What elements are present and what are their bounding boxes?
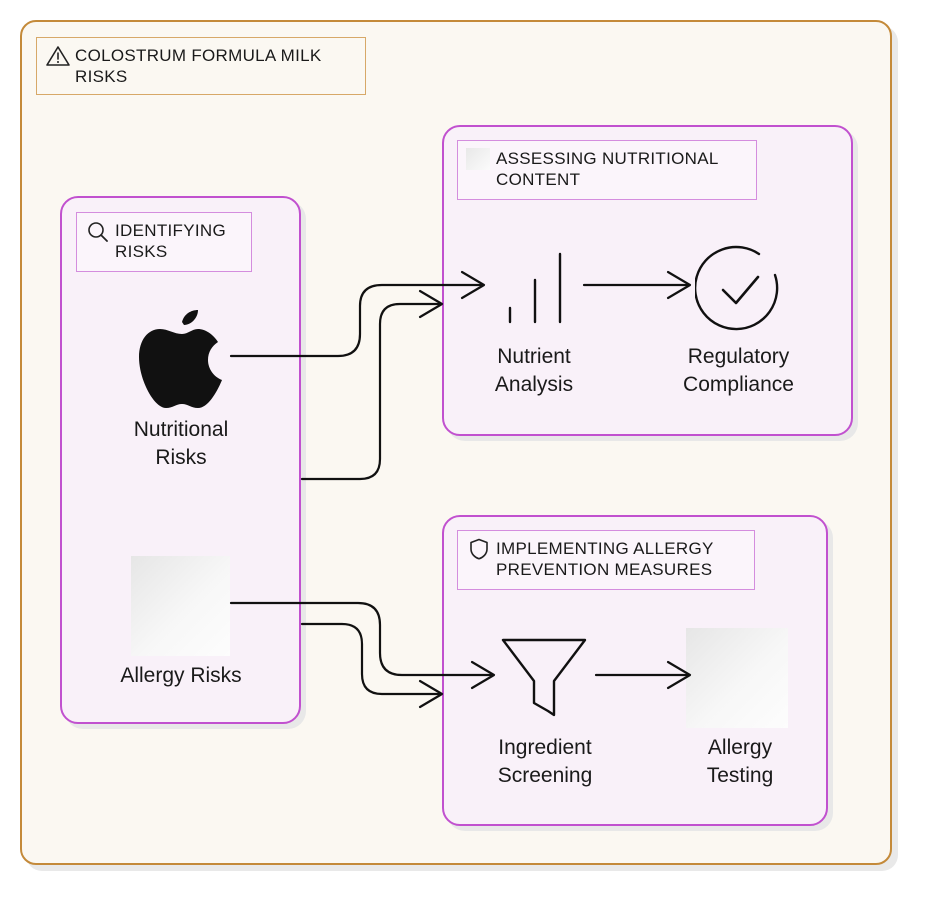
group-prevention-label: IMPLEMENTING ALLERGY PREVENTION MEASURES	[496, 539, 714, 579]
node-ingredient-screening-label: Ingredient Screening	[497, 736, 593, 787]
group-identifying-risks-label: IDENTIFYING RISKS	[115, 221, 226, 261]
group-identifying-risks-tag: IDENTIFYING RISKS	[76, 212, 252, 272]
node-nutritional-risks-label: Nutritional Risks	[133, 418, 229, 469]
group-assessing-tag: ASSESSING NUTRITIONAL CONTENT	[457, 140, 757, 200]
bar-chart-icon	[508, 252, 562, 324]
apple-icon	[139, 310, 222, 408]
image-placeholder-icon	[466, 148, 490, 170]
warning-triangle-icon	[46, 46, 70, 66]
diagram-title: COLOSTRUM FORMULA MILK RISKS	[75, 46, 322, 86]
diagram-title-tag: COLOSTRUM FORMULA MILK RISKS	[36, 37, 366, 95]
funnel-icon	[501, 638, 587, 717]
group-assessing-label: ASSESSING NUTRITIONAL CONTENT	[496, 149, 719, 189]
node-nutrient-analysis-label: Nutrient Analysis	[494, 345, 574, 396]
group-prevention-tag: IMPLEMENTING ALLERGY PREVENTION MEASURES	[457, 530, 755, 590]
check-circle-icon	[695, 245, 779, 331]
allergy-risks-image	[131, 556, 230, 656]
allergy-testing-image	[686, 628, 788, 728]
search-icon	[88, 222, 108, 242]
shield-icon	[470, 538, 488, 560]
node-allergy-testing-label: Allergy Testing	[706, 736, 774, 787]
node-allergy-risks-label: Allergy Risks	[120, 664, 242, 687]
node-regulatory-compliance-label: Regulatory Compliance	[683, 345, 794, 396]
